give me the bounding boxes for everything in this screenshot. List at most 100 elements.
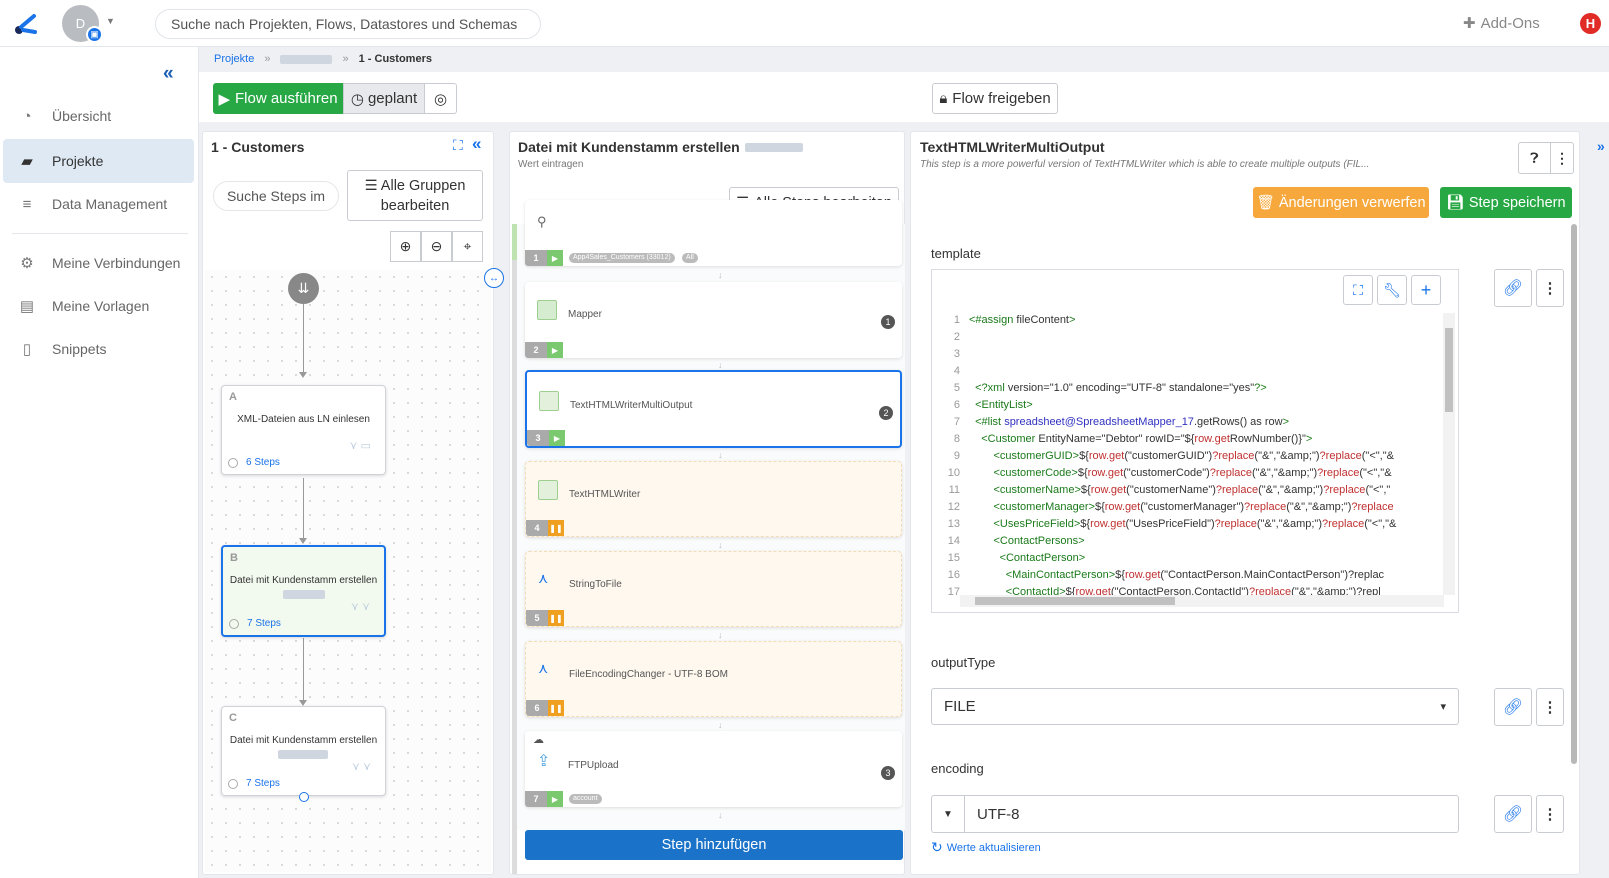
step-detail-subtitle: This step is a more powerful version of … [920,159,1370,170]
link-icon: 🔗︎ [1502,699,1524,716]
play-icon[interactable]: ▶ [547,250,563,266]
line-number: 1 [953,314,960,326]
refresh-values-link[interactable]: ↻Werte aktualisieren [931,839,1041,856]
resize-handle-icon[interactable]: ↔ [484,268,504,288]
sidebar-item-vorlagen[interactable]: ▤Meine Vorlagen [3,284,194,328]
group-node-a[interactable]: A XML-Dateien aus LN einlesen ⋎ ▭ 6 Step… [221,385,386,475]
code-horizontal-scroll-thumb[interactable] [975,597,1175,605]
breadcrumb: Projekte » » 1 - Customers [214,53,432,65]
group-step-count[interactable]: 6 Steps [246,457,280,468]
save-step-button[interactable]: 💾︎Step speichern [1440,187,1572,218]
steps-scrollbar[interactable] [512,224,517,874]
group-node-b[interactable]: B Datei mit Kundenstamm erstellen ⋎ ⋎ 7 … [221,545,386,637]
addons-link[interactable]: ✚Add-Ons [1463,14,1540,33]
add-step-button[interactable]: Step hinzufügen [525,830,903,860]
step-card-4[interactable]: TextHTMLWriter 4 ❚❚ [525,461,902,537]
fullscreen-button[interactable]: ⛶ [1343,275,1373,305]
fullscreen-icon: ⛶ [1353,281,1363,298]
group-step-count[interactable]: 7 Steps [246,778,280,789]
code-editor[interactable] [931,269,1459,613]
output-type-select[interactable]: FILE▾ [931,688,1459,725]
play-icon[interactable]: ▶ [547,342,563,358]
code-vertical-scroll-thumb[interactable] [1445,328,1453,412]
steps-scrollbar-thumb[interactable] [512,224,517,260]
step-card-3[interactable]: TextHTMLWriterMultiOutput 2 3 ▶ [525,370,902,448]
step-card-6[interactable]: ⋏ FileEncodingChanger - UTF-8 BOM 6 ❚❚ [525,641,902,717]
encoding-link-button[interactable]: 🔗︎ [1494,795,1532,833]
template-more-button[interactable]: ⋮ [1536,269,1564,307]
steps-panel-subtitle: Wert eintragen [518,159,584,170]
app-logo-icon[interactable] [12,10,40,38]
user-menu-icon[interactable]: H [1580,13,1601,34]
kebab-icon: ⋮ [1542,699,1558,716]
step-card-7[interactable]: ☁ ⇪ FTPUpload 3 7 ▶ account [525,731,902,807]
code-line: 15 <ContactPerson> [932,550,1442,567]
group-step-count[interactable]: 7 Steps [247,618,281,629]
play-icon[interactable]: ▶ [547,791,563,807]
zoom-in-button[interactable]: ⊕ [390,231,421,262]
sidebar-item-verbindungen[interactable]: ⚙Meine Verbindungen [3,241,194,285]
zoom-out-button[interactable]: ⊖ [421,231,452,262]
search-input[interactable] [155,9,541,39]
group-redacted-label [278,750,328,759]
output-type-link-button[interactable]: 🔗︎ [1494,688,1532,726]
step-name: Mapper [568,309,602,320]
encoding-input[interactable]: UTF-8 [965,795,1459,833]
group-title: XML-Dateien aus LN einlesen [237,414,370,425]
detail-scrollbar[interactable] [1571,224,1577,764]
collapse-sidebar-icon[interactable]: « [163,63,174,84]
group-node-c[interactable]: C Datei mit Kundenstamm erstellen ⋎ ⋎ 7 … [221,706,386,796]
expand-right-icon[interactable]: » [1597,138,1605,154]
start-node-icon[interactable]: ⇊ [288,273,319,304]
save-icon: 💾︎ [1446,195,1465,211]
group-step-icons: ⋎ ⋎ [350,601,370,613]
help-button[interactable]: ❓︎ [1518,142,1551,174]
connect-handle-icon[interactable] [299,792,309,802]
encoding-dropdown-button[interactable]: ▼ [931,795,965,833]
run-flow-button[interactable]: ▶Flow ausführen [213,83,343,114]
center-view-button[interactable]: ⌖ [452,231,483,262]
more-options-button[interactable]: ⋮ [1551,142,1574,174]
zoom-in-icon: ⊕ [399,238,412,254]
code-line: 16 <MainContactPerson>${row.get("Contact… [932,567,1442,584]
code-line: 5 <?xml version="1.0" encoding="UTF-8" s… [932,380,1442,397]
group-letter: B [230,552,238,564]
pause-icon[interactable]: ❚❚ [548,610,564,626]
line-number: 17 [947,586,960,595]
breadcrumb-projekte-link[interactable]: Projekte [214,53,255,65]
sidebar-item-snippets[interactable]: ▯Snippets [3,327,194,371]
writer-icon [538,480,558,500]
breadcrumb-project-redacted[interactable] [280,54,333,64]
pause-icon[interactable]: ❚❚ [548,520,564,536]
release-flow-button[interactable]: 🔒︎Flow freigeben [932,83,1058,114]
sidebar-item-projekte[interactable]: ▰Projekte [3,139,194,183]
code-line: 7 <#list spreadsheet@SpreadsheetMapper_1… [932,414,1442,431]
group-redacted-label [283,590,325,599]
output-type-more-button[interactable]: ⋮ [1536,688,1564,726]
sidebar-item-uebersicht[interactable]: ◔Übersicht [3,94,194,138]
step-card-5[interactable]: ⋏ StringToFile 5 ❚❚ [525,551,902,627]
search-steps-input[interactable]: Suche Steps im [213,181,339,211]
line-number: 5 [953,382,960,394]
edit-all-groups-button[interactable]: ☰ Alle Gruppen bearbeiten [347,170,483,221]
wrench-button[interactable]: 🔧︎ [1377,275,1407,305]
sidebar-item-label: Snippets [52,341,107,357]
collapse-panel-icon[interactable]: « [472,134,482,153]
play-icon[interactable]: ▶ [549,430,565,446]
group-status-icon [229,619,239,629]
insert-button[interactable]: + [1411,275,1441,305]
step-card-1[interactable]: ⚲ 1 ▶ App4Sales_Customers (33012) All [525,200,902,266]
discard-changes-button[interactable]: 🗑︎Änderungen verwerfen [1253,187,1429,218]
step-card-2[interactable]: Mapper 1 2 ▶ [525,282,902,358]
step-arrow-icon: ↓ [718,540,723,550]
chevron-down-icon[interactable]: ▼ [106,16,115,26]
template-link-button[interactable]: 🔗︎ [1494,269,1532,307]
globe-button[interactable]: ◎ [425,83,457,114]
sidebar-item-data-management[interactable]: ≡Data Management [3,182,194,226]
step-number: 2 [525,342,547,358]
encoding-more-button[interactable]: ⋮ [1536,795,1564,833]
schedule-button[interactable]: ◷geplant [343,83,425,114]
pause-icon[interactable]: ❚❚ [548,700,564,716]
expand-icon[interactable]: ⛶ [453,137,463,153]
